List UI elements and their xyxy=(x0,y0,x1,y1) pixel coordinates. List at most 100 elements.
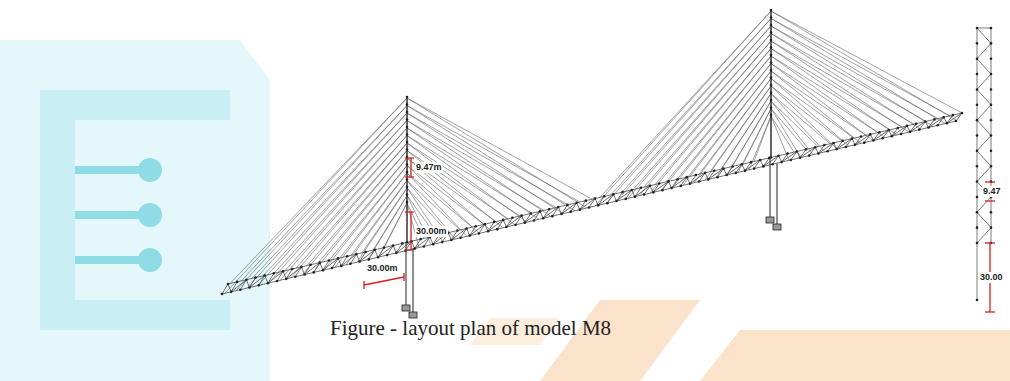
joint-dot xyxy=(689,182,692,185)
joint-dot xyxy=(990,165,993,168)
stay-cable xyxy=(324,166,407,270)
pylon-leg xyxy=(777,163,778,227)
joint-dot xyxy=(759,159,762,162)
joint-dot xyxy=(832,142,835,145)
deck-member xyxy=(791,151,797,159)
deck-member xyxy=(699,173,705,182)
joint-dot xyxy=(704,172,707,175)
joint-dot xyxy=(630,189,633,192)
joint-dot xyxy=(661,189,664,192)
joint-dot xyxy=(976,27,979,30)
joint-dot xyxy=(976,134,979,137)
deck-member xyxy=(461,228,467,237)
deck-member xyxy=(883,130,889,138)
joint-dot xyxy=(955,120,958,123)
stay-cable xyxy=(606,19,771,204)
joint-dot xyxy=(328,259,331,262)
deck-member xyxy=(928,117,943,127)
stay-cable xyxy=(771,101,818,147)
stay-cable xyxy=(407,173,467,236)
deck-member xyxy=(479,224,485,233)
stay-cable xyxy=(241,106,407,281)
stay-cable xyxy=(247,113,407,288)
joint-dot xyxy=(927,126,930,129)
stay-cable xyxy=(225,98,407,293)
joint-dot xyxy=(364,251,367,254)
stay-cable xyxy=(639,41,771,196)
joint-dot xyxy=(383,246,386,249)
stay-cable xyxy=(335,173,407,267)
stay-cable xyxy=(296,143,407,268)
stay-cable xyxy=(727,101,771,175)
joint-dot xyxy=(990,150,993,153)
joint-dot xyxy=(933,118,936,121)
joint-dot xyxy=(484,223,487,226)
elevation-member xyxy=(977,243,978,300)
elevation-member xyxy=(977,197,991,212)
stay-cable xyxy=(313,158,407,273)
joint-dot xyxy=(649,184,652,187)
stay-cable xyxy=(274,128,407,273)
pylon-support xyxy=(773,224,781,230)
joint-dot xyxy=(493,221,496,224)
stay-cable xyxy=(230,98,407,284)
joint-dot xyxy=(976,299,979,302)
deck-member xyxy=(222,121,956,294)
joint-dot xyxy=(906,125,909,128)
joint-dot xyxy=(478,232,481,235)
stay-cable xyxy=(407,151,503,228)
stay-cable xyxy=(738,109,771,173)
deck-member xyxy=(736,164,742,173)
joint-dot xyxy=(676,178,679,181)
watermark-shape xyxy=(40,90,230,330)
watermark-dot xyxy=(138,248,162,272)
joint-dot xyxy=(814,146,817,149)
joint-dot xyxy=(976,42,979,45)
watermark-dot xyxy=(138,158,162,182)
deck-member xyxy=(818,143,833,154)
joint-dot xyxy=(230,291,233,294)
joint-dot xyxy=(909,131,912,134)
joint-dot xyxy=(770,9,773,12)
deck-member xyxy=(396,241,411,253)
joint-dot xyxy=(594,197,597,200)
elevation-member xyxy=(977,212,991,227)
stay-cable xyxy=(258,121,407,286)
joint-dot xyxy=(542,217,545,220)
deck-member xyxy=(415,237,430,249)
joint-dot xyxy=(520,214,523,217)
joint-dot xyxy=(294,275,297,278)
stay-cable xyxy=(291,143,407,278)
deck-member xyxy=(387,246,393,256)
joint-dot xyxy=(406,133,409,136)
stay-cable xyxy=(771,116,794,152)
joint-dot xyxy=(406,241,409,244)
joint-dot xyxy=(685,176,688,179)
joint-dot xyxy=(770,61,773,64)
elevation-member xyxy=(977,89,991,104)
joint-dot xyxy=(887,129,890,132)
joint-dot xyxy=(976,180,979,183)
joint-dot xyxy=(355,253,358,256)
deck-member xyxy=(947,113,962,123)
stay-cable xyxy=(633,34,771,190)
joint-dot xyxy=(990,103,993,106)
joint-dot xyxy=(612,193,615,196)
deck-member xyxy=(360,250,375,262)
stay-cable xyxy=(407,113,563,214)
joint-dot xyxy=(698,180,701,183)
joint-dot xyxy=(597,204,600,207)
dimension-label: 30.00m xyxy=(366,263,399,274)
joint-dot xyxy=(770,91,773,94)
deck-member xyxy=(396,243,402,253)
pylon-mast xyxy=(406,97,407,242)
joint-dot xyxy=(976,165,979,168)
joint-dot xyxy=(762,165,765,168)
joint-dot xyxy=(770,39,773,42)
figure-caption: Figure - layout plan of model M8 xyxy=(330,316,611,340)
joint-dot xyxy=(423,245,426,248)
stay-cable xyxy=(407,158,496,222)
joint-dot xyxy=(254,276,257,279)
joint-dot xyxy=(770,114,773,117)
stay-cable xyxy=(236,106,407,291)
